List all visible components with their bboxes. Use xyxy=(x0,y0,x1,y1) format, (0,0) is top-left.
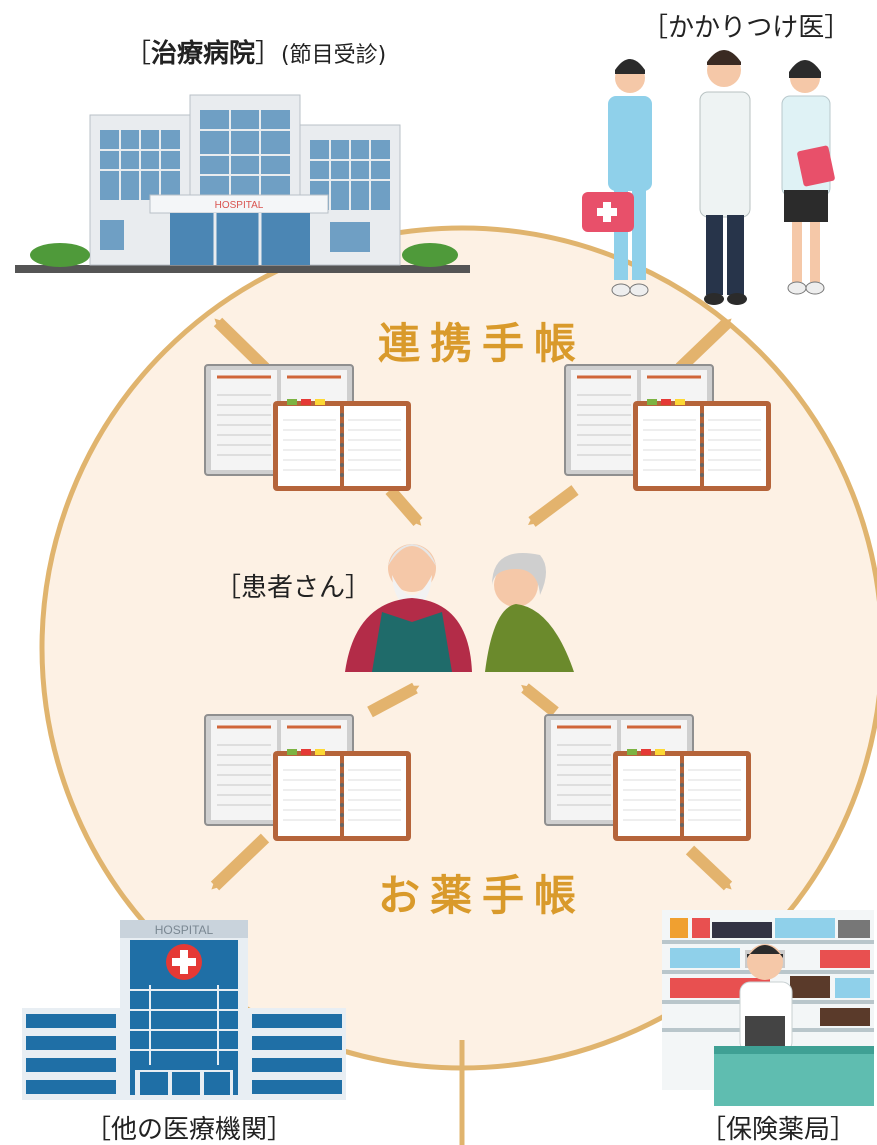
other-hospital-building: HOSPITAL xyxy=(22,920,346,1100)
main-hospital-sign: HOSPITAL xyxy=(215,200,264,211)
other-hospital-sign: HOSPITAL xyxy=(155,923,214,937)
arrows xyxy=(210,317,733,891)
arrow-to-other-institutions xyxy=(210,833,270,891)
patients-label: ［患者さん］ xyxy=(215,573,371,603)
patients-illustration xyxy=(345,544,574,672)
arrow-to-patient-from-pharmacy xyxy=(521,683,559,717)
pharmacy-illustration xyxy=(662,910,874,1106)
arrow-to-pharmacy xyxy=(685,845,733,891)
family-doctor-label: ［かかりつけ医］ xyxy=(642,13,850,43)
other-institutions-label: ［他の医療機関］ xyxy=(85,1115,293,1145)
arrow-from-family-doctor-to-patient xyxy=(527,485,579,527)
arrow-to-patient-from-other xyxy=(367,682,420,718)
arrow-to-main-hospital xyxy=(213,317,270,373)
arrow-to-family-doctor xyxy=(675,317,733,373)
cooperation-notebook-title: 連携手帳 xyxy=(378,319,586,368)
main-hospital-label: ［治療病院］(節目受診) xyxy=(125,38,386,69)
main-hospital-building: HOSPITAL xyxy=(15,94,470,273)
family-doctors-illustration xyxy=(582,50,835,305)
medication-notebook-title: お薬手帳 xyxy=(378,871,586,920)
pharmacy-label: ［保険薬局］ xyxy=(700,1115,856,1145)
arrow-from-main-hospital-to-patient xyxy=(385,486,423,526)
